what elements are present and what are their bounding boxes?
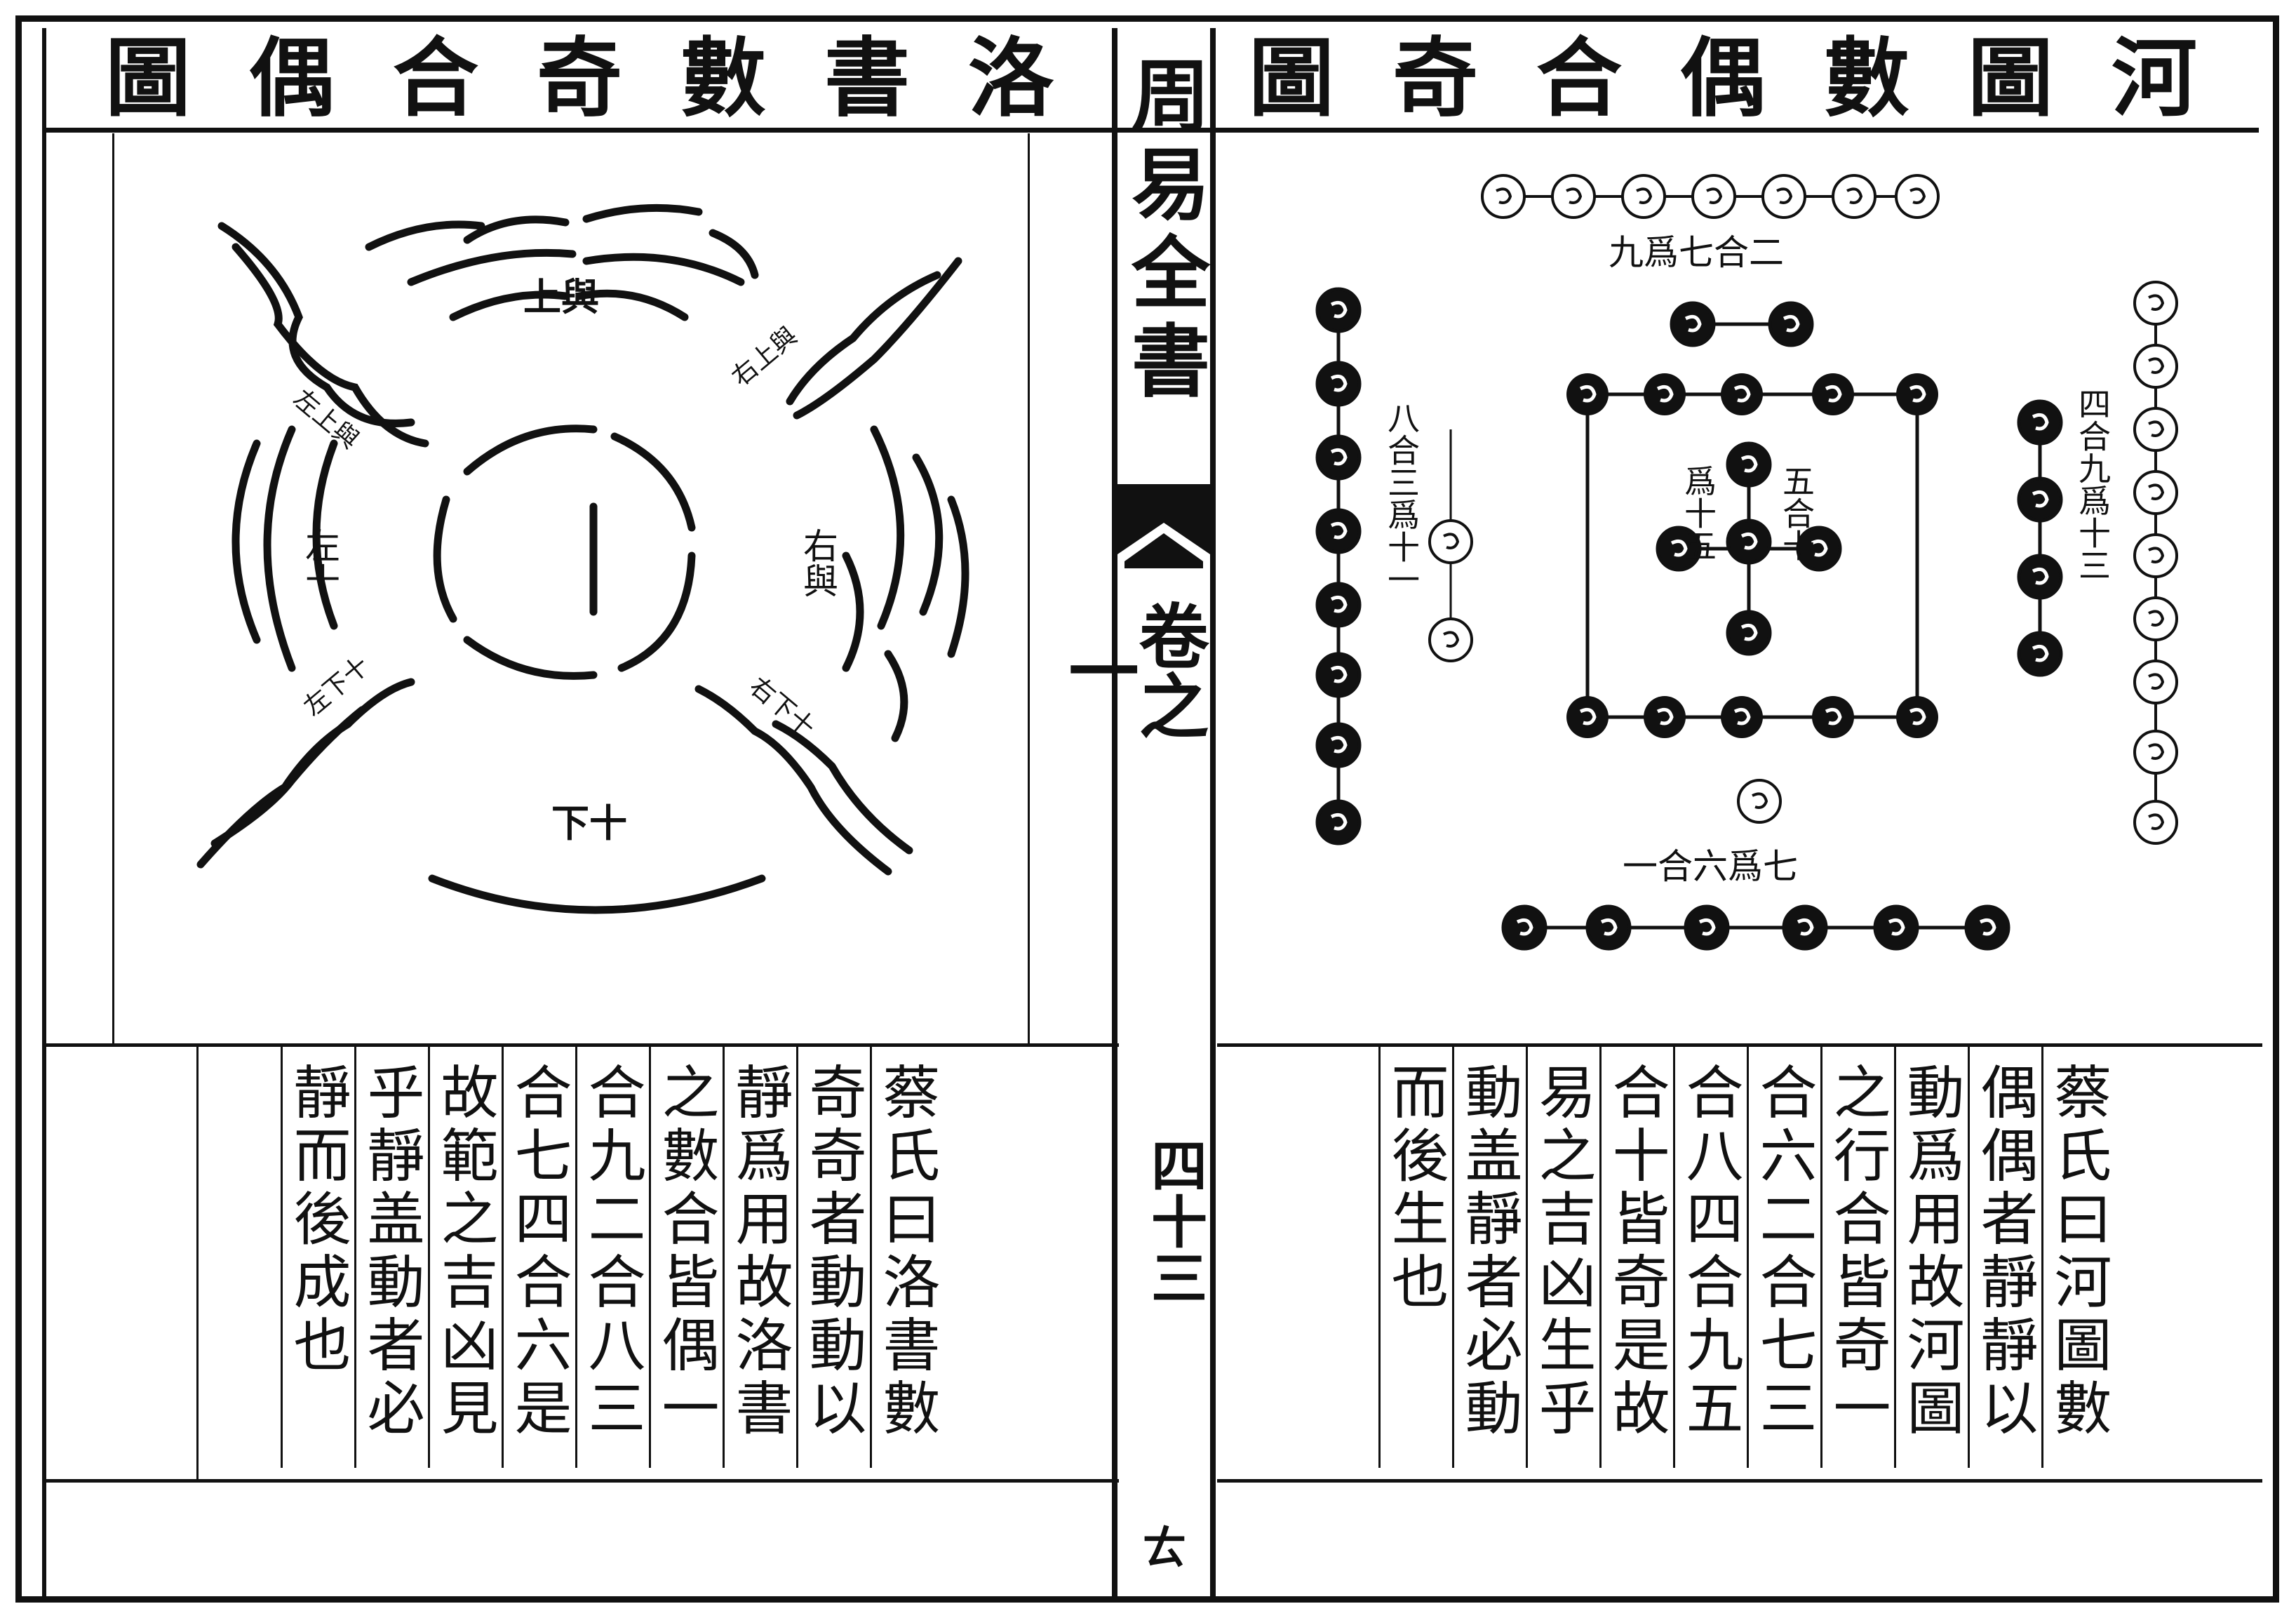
- left-page-title: 圖 偶 合 奇 數 書 洛: [105, 35, 1087, 126]
- right-commentary-rule: [1968, 1047, 1970, 1468]
- right-commentary: 蔡氏曰河圖數 偶偶者靜靜以 動爲用故河圖 之行合皆奇一 合六二合七三 合八四合九…: [1361, 1047, 2133, 1479]
- hetu-top-outer: [1481, 174, 1940, 219]
- left-commentary-col: 靜而後成也: [283, 1062, 350, 1378]
- left-commentary-rule: [354, 1047, 356, 1468]
- left-commentary: 蔡氏曰洛書數 奇奇者動動以 靜爲用故洛書 之數合皆偶一 合九二合八三 合七四合六…: [112, 1047, 1031, 1479]
- right-commentary-rule: [1526, 1047, 1528, 1468]
- right-commentary-col: 合六二合七三: [1750, 1062, 1816, 1441]
- left-title-char: 洛: [968, 27, 1054, 128]
- left-commentary-rule: [281, 1047, 283, 1468]
- hetu-label-bottom: 一合六爲七: [1623, 846, 1798, 887]
- right-commentary-col: 動盖靜者必動: [1455, 1062, 1522, 1441]
- hetu-right-outer: [2133, 281, 2178, 845]
- hetu-label-center-right: 五合十: [1778, 464, 1815, 561]
- spine-bottom-mark: ㄊ: [1142, 1522, 1187, 1574]
- right-commentary-rule: [2041, 1047, 2043, 1468]
- left-title-char: 數: [680, 27, 766, 128]
- left-title-char: 圖: [105, 27, 191, 128]
- right-title-char: 河: [2112, 27, 2197, 128]
- spine-volume: 卷之一: [1056, 600, 1209, 740]
- hetu-label-left: 八合三爲十一: [1383, 401, 1421, 595]
- spine-book-title: 周易全書: [1118, 55, 1210, 408]
- left-commentary-rule: [196, 1047, 199, 1479]
- right-page-title: 圖 奇 合 偶 數 圖 河: [1249, 35, 2245, 126]
- left-commentary-col: 蔡氏曰洛書數: [873, 1062, 939, 1441]
- left-commentary-col: 靜爲用故洛書: [725, 1062, 792, 1441]
- right-commentary-rule: [1452, 1047, 1454, 1468]
- right-commentary-col: 合八四合九五: [1676, 1062, 1743, 1441]
- left-commentary-rule: [649, 1047, 651, 1468]
- right-title-char: 合: [1536, 27, 1622, 128]
- left-commentary-col: 故範之吉凶見: [431, 1062, 497, 1441]
- luoshu-label-nw: 左上與: [288, 384, 364, 455]
- hetu-bottom-inner: [1737, 779, 1782, 824]
- hetu-left-inner: [1428, 429, 1473, 662]
- luoshu-label-bottom: 下十: [551, 801, 627, 845]
- right-commentary-col: 而後生也: [1381, 1062, 1448, 1315]
- left-commentary-col: 合九二合八三: [578, 1062, 645, 1441]
- left-commentary-col: 奇奇者動動以: [799, 1062, 866, 1441]
- right-commentary-rule: [1599, 1047, 1602, 1468]
- right-commentary-rule: [1673, 1047, 1675, 1468]
- right-commentary-col: 動爲用故河圖: [1897, 1062, 1963, 1441]
- left-title-char: 合: [393, 27, 478, 128]
- page-frame: [15, 15, 2279, 1603]
- right-title-char: 圖: [1968, 27, 2053, 128]
- left-diagram-left-rule: [112, 133, 114, 1045]
- luoshu-label-top: 上與: [523, 274, 599, 319]
- hetu-top-inner: [1672, 303, 1812, 345]
- left-commentary-col: 乎靜盖動者必: [357, 1062, 424, 1441]
- luoshu-diagram: 上與 下十 左十 右與 左上與 右上與 左下十 右下十: [196, 203, 969, 914]
- left-title-char: 奇: [537, 27, 622, 128]
- right-commentary-rule: [1747, 1047, 1749, 1468]
- right-title-char: 圖: [1249, 27, 1334, 128]
- hetu-bottom-outer: [1503, 907, 2008, 949]
- left-commentary-rule: [502, 1047, 504, 1468]
- left-commentary-col: 之數合皆偶一: [652, 1062, 718, 1441]
- right-commentary-col: 易之吉凶生乎: [1529, 1062, 1595, 1441]
- spine-left-rule: [1112, 28, 1117, 1603]
- right-commentary-col: 偶偶者靜靜以: [1971, 1062, 2037, 1441]
- luoshu-label-left: 左十: [300, 528, 340, 598]
- hetu-left-outer: [1317, 289, 1360, 843]
- left-title-char: 書: [824, 27, 910, 128]
- spine-fishtail-mark: [1117, 484, 1210, 568]
- hetu-label-top: 九爲七合二: [1609, 232, 1784, 273]
- right-commentary-rule: [1378, 1047, 1381, 1468]
- left-inner-rule: [42, 28, 46, 1603]
- left-commentary-rule: [870, 1047, 872, 1468]
- right-commentary-col: 合十皆奇是故: [1602, 1062, 1669, 1441]
- left-commentary-rule: [723, 1047, 725, 1468]
- hetu-center-five: [1658, 443, 1840, 654]
- right-title-char: 奇: [1392, 27, 1478, 128]
- hetu-diagram: 九爲七合二 一合六爲七 八合三爲十一 四合九爲十三 爲十五 五合十: [1216, 174, 2178, 1043]
- right-commentary-rule: [1894, 1047, 1896, 1468]
- right-commentary-col: 之行合皆奇一: [1823, 1062, 1890, 1441]
- luoshu-label-right: 右與: [798, 528, 838, 598]
- spine-page-number: 四十三: [1142, 1137, 1208, 1305]
- right-title-char: 偶: [1680, 27, 1766, 128]
- hetu-label-center-left: 爲十五: [1679, 464, 1717, 561]
- left-title-char: 偶: [249, 27, 335, 128]
- right-diagram-bottom-rule: [1217, 1043, 2262, 1047]
- right-commentary-col: 蔡氏曰河圖數: [2044, 1062, 2111, 1441]
- left-commentary-rule: [796, 1047, 798, 1468]
- hetu-right-inner: [2019, 401, 2061, 675]
- hetu-label-right: 四合九爲十三: [2074, 387, 2112, 581]
- right-text-bottom-rule: [1217, 1479, 2262, 1483]
- left-commentary-rule: [575, 1047, 577, 1468]
- left-commentary-col: 合七四合六是: [504, 1062, 571, 1441]
- right-commentary-rule: [1820, 1047, 1822, 1468]
- right-title-char: 數: [1824, 27, 1909, 128]
- left-diagram-bottom-rule: [42, 1043, 1119, 1047]
- luoshu-label-ne: 右上與: [726, 321, 803, 392]
- left-commentary-rule: [428, 1047, 430, 1468]
- left-diagram-right-rule: [1028, 133, 1030, 1045]
- title-rule: [42, 128, 2259, 133]
- left-text-bottom-rule: [42, 1479, 1119, 1483]
- spine-right-rule: [1210, 28, 1216, 1603]
